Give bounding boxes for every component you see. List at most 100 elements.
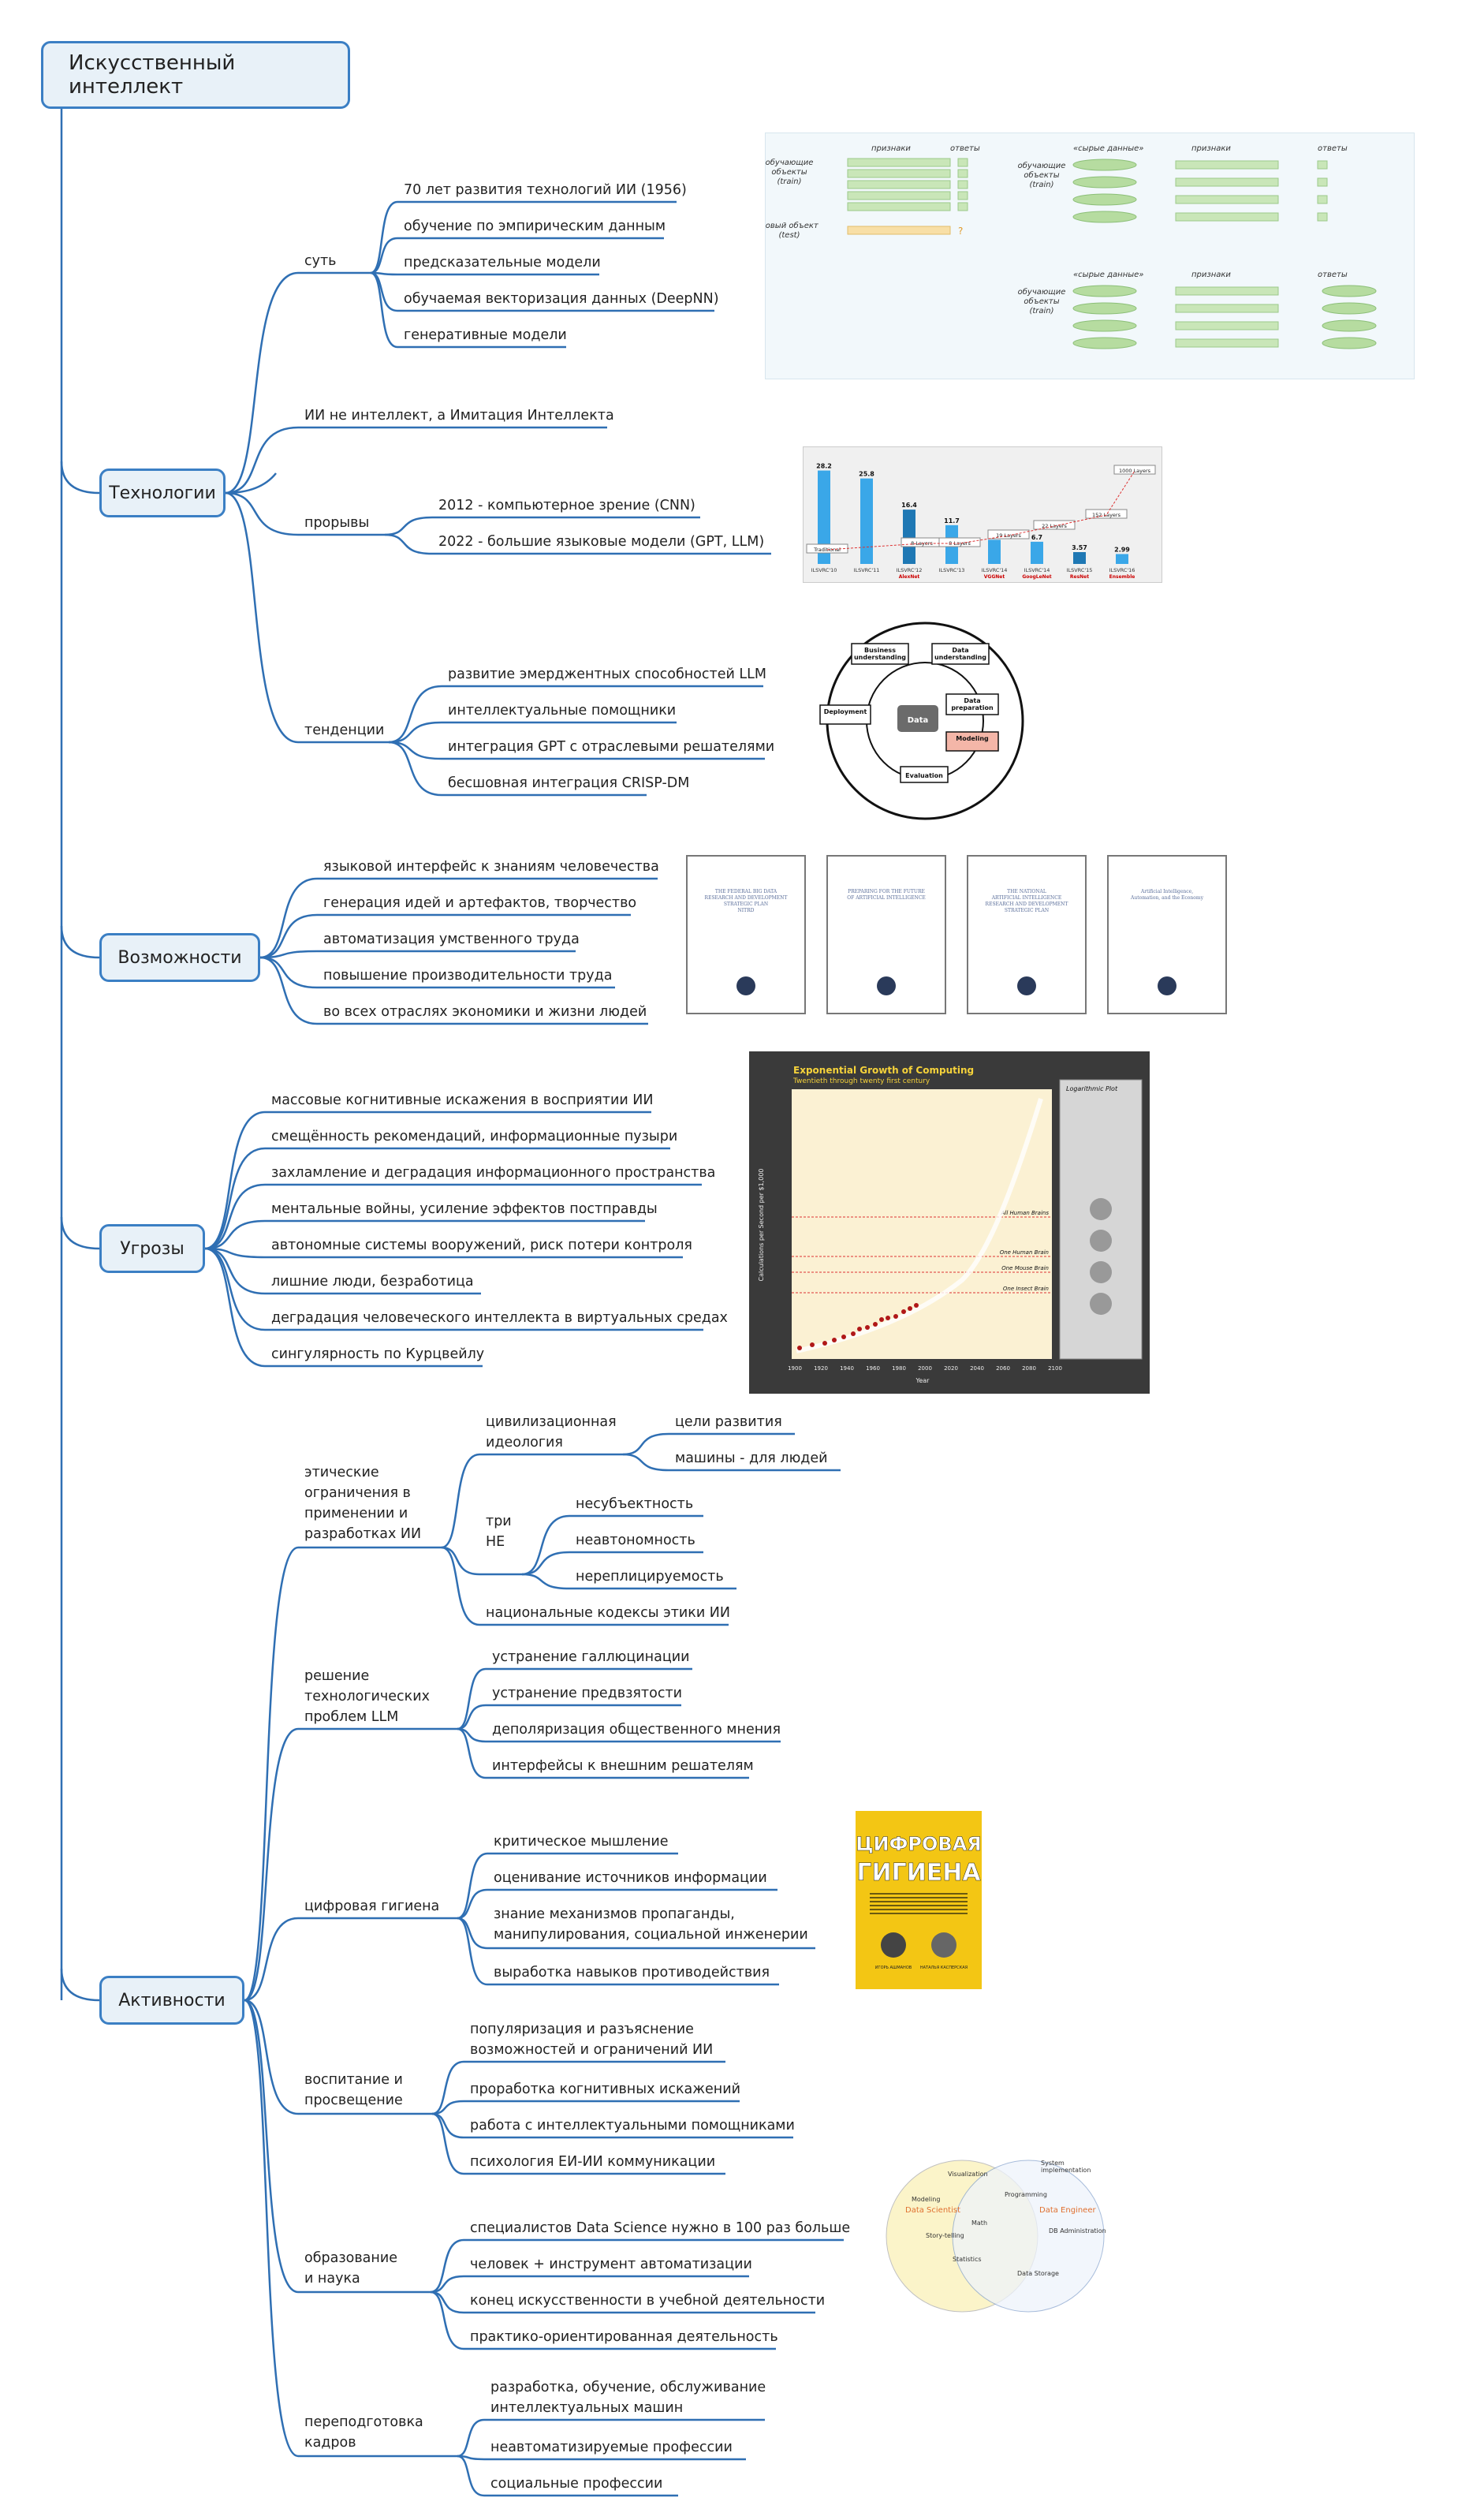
node-vozmozhnosti[interactable]: Возможности	[99, 933, 260, 982]
ml-raw-blob-3	[1072, 302, 1137, 315]
crisp-box-label: Deployment	[824, 708, 867, 715]
tendencii-item-0[interactable]: развитие эмерджентных способностей LLM	[448, 666, 767, 682]
node-tehnologii[interactable]: Технологии	[99, 469, 226, 517]
imagenet-model: AlexNet	[899, 574, 920, 580]
ugroz-item-6[interactable]: деградация человеческого интеллекта в ви…	[271, 1310, 728, 1326]
sut-item-3[interactable]: обучаемая векторизация данных (DeepNN)	[404, 291, 719, 307]
venn-item: implementation	[1041, 2167, 1091, 2174]
ml-feature-row-2	[1175, 160, 1279, 170]
proryvy-item-0[interactable]: 2012 - компьютерное зрение (CNN)	[438, 498, 695, 513]
ml-raw-out-3	[1322, 337, 1377, 349]
vozm-item-0[interactable]: языковой интерфейс к знаниям человечеств…	[323, 859, 659, 875]
exp-xtick: 2040	[970, 1365, 984, 1372]
per-item-2[interactable]: социальные профессии	[490, 2476, 663, 2492]
obr-item-3[interactable]: практико-ориентированная деятельность	[470, 2329, 778, 2345]
ugroz-item-4[interactable]: автономные системы вооружений, риск поте…	[271, 1238, 692, 1253]
vozm-item-4[interactable]: во всех отраслях экономики и жизни людей	[323, 1004, 647, 1020]
crisp-box-label: preparation	[951, 704, 994, 711]
venn-item: Statistics	[953, 2256, 982, 2263]
ml-raw-label-3: «сырые данные»	[1073, 271, 1143, 279]
root-node[interactable]: Искусственный интеллект	[41, 41, 350, 109]
llm-item-0[interactable]: устранение галлюцинации	[492, 1649, 690, 1665]
connector	[431, 2112, 725, 2175]
vozm-item-3[interactable]: повышение производительности труда	[323, 968, 613, 984]
sut-item-0[interactable]: 70 лет развития технологий ИИ (1956)	[404, 182, 687, 198]
per-item-0[interactable]: разработка, обучение, обслуживание интел…	[490, 2380, 766, 2416]
ugroz-item-2[interactable]: захламление и деградация информационного…	[271, 1165, 716, 1181]
gig-item-0[interactable]: критическое мышление	[494, 1834, 669, 1850]
eth-branch-2[interactable]: национальные кодексы этики ИИ	[486, 1605, 730, 1621]
akt-branch-3[interactable]: воспитание и просвещение	[304, 2072, 403, 2108]
tech-branch-2[interactable]: прорывы	[304, 515, 370, 531]
node-aktivnosti[interactable]: Активности	[99, 1976, 244, 2025]
crisp-box	[900, 766, 949, 783]
connector	[60, 1216, 100, 1250]
gig-item-1[interactable]: оценивание источников информации	[494, 1870, 767, 1886]
ml-feature-row	[847, 202, 951, 211]
proryvy-item-1[interactable]: 2022 - большие языковые модели (GPT, LLM…	[438, 534, 765, 550]
book-text-line	[870, 1909, 968, 1910]
connector	[430, 2275, 749, 2294]
tech-branch-1[interactable]: ИИ не интеллект, а Имитация Интеллекта	[304, 408, 614, 424]
per-item-1[interactable]: неавтоматизируемые профессии	[490, 2440, 733, 2455]
civ-item-1[interactable]: машины - для людей	[675, 1450, 828, 1466]
vos-item-2[interactable]: работа с интеллектуальными помощниками	[470, 2118, 795, 2134]
vos-item-3[interactable]: психология ЕИ-ИИ коммуникации	[470, 2154, 716, 2170]
ugroz-item-1[interactable]: смещённость рекомендаций, информационные…	[271, 1129, 678, 1144]
ugroz-item-7[interactable]: сингулярность по Курцвейлу	[271, 1346, 485, 1362]
tech-branch-3[interactable]: тенденции	[304, 722, 385, 738]
llm-item-3[interactable]: интерфейсы к внешним решателям	[492, 1758, 754, 1774]
report-seal	[877, 976, 896, 995]
vos-item-1[interactable]: проработка когнитивных искажений	[470, 2081, 740, 2097]
imagenet-category: ILSVRC'14	[982, 567, 1008, 573]
sut-item-1[interactable]: обучение по эмпирическим данным	[404, 218, 666, 234]
ml-train-label-2: обучающие	[1018, 161, 1066, 170]
obr-item-2[interactable]: конец искусственности в учебной деятельн…	[470, 2293, 826, 2309]
exp-point	[841, 1335, 846, 1339]
ugroz-item-3[interactable]: ментальные войны, усиление эффектов пост…	[271, 1201, 658, 1217]
akt-branch-0[interactable]: этические ограничения в применении и раз…	[304, 1465, 422, 1542]
vozm-item-2[interactable]: автоматизация умственного труда	[323, 931, 580, 947]
exp-xlabel: Year	[915, 1377, 930, 1384]
akt-branch-2[interactable]: цифровая гигиена	[304, 1898, 440, 1914]
sut-item-2[interactable]: предсказательные модели	[404, 255, 601, 271]
tendencii-item-3[interactable]: бесшовная интеграция CRISP-DM	[448, 775, 690, 791]
tech-branch-0[interactable]: суть	[304, 253, 337, 269]
akt-branch-5[interactable]: переподготовка кадров	[304, 2414, 423, 2451]
venn-item: Math	[971, 2219, 987, 2227]
exp-xtick: 1980	[892, 1365, 906, 1372]
tri-item-1[interactable]: неавтономность	[576, 1533, 695, 1548]
civ-item-0[interactable]: цели развития	[675, 1414, 782, 1430]
report-seal	[1158, 976, 1176, 995]
eth-branch-1[interactable]: три НЕ	[486, 1514, 512, 1550]
vos-item-0[interactable]: популяризация и разъяснение возможностей…	[470, 2022, 714, 2058]
tri-item-2[interactable]: нереплицируемость	[576, 1569, 724, 1585]
gig-item-2[interactable]: знание механизмов пропаганды, манипулиро…	[494, 1906, 808, 1943]
obr-item-0[interactable]: специалистов Data Science нужно в 100 ра…	[470, 2220, 851, 2236]
node-ugrozy[interactable]: Угрозы	[99, 1224, 205, 1273]
llm-item-2[interactable]: деполяризация общественного мнения	[492, 1722, 781, 1738]
crisp-box	[945, 731, 999, 752]
llm-item-1[interactable]: устранение предвзятости	[492, 1686, 683, 1701]
venn-item: Programming	[1005, 2191, 1047, 2198]
gig-item-3[interactable]: выработка навыков противодействия	[494, 1965, 770, 1981]
akt-branch-4[interactable]: образование и наука	[304, 2250, 397, 2287]
tendencii-item-2[interactable]: интеграция GPT с отраслевыми решателями	[448, 739, 775, 755]
ml-ans-label-2: ответы	[1318, 144, 1348, 153]
ml-answer-cell	[957, 169, 968, 178]
obr-item-1[interactable]: человек + инструмент автоматизации	[470, 2257, 752, 2272]
vozm-item-1[interactable]: генерация идей и артефактов, творчество	[323, 895, 637, 911]
ugroz-item-0[interactable]: массовые когнитивные искажения в восприя…	[271, 1092, 654, 1108]
report-seal	[736, 976, 755, 995]
akt-branch-1[interactable]: решение технологических проблем LLM	[304, 1668, 430, 1725]
tendencii-item-1[interactable]: интеллектуальные помощники	[448, 703, 677, 719]
sut-item-4[interactable]: генеративные модели	[404, 327, 567, 343]
report-title-line: STRATEGIC PLAN	[724, 902, 768, 907]
tri-item-0[interactable]: несубъектность	[576, 1496, 694, 1512]
eth-branch-0[interactable]: цивилизационная идеология	[486, 1414, 617, 1450]
imagenet-value: 6.7	[1031, 534, 1042, 541]
ugroz-item-5[interactable]: лишние люди, безработица	[271, 1274, 474, 1290]
exp-level-label: One Insect Brain	[1003, 1286, 1049, 1292]
book-title-2: ГИГИЕНА	[856, 1859, 981, 1887]
